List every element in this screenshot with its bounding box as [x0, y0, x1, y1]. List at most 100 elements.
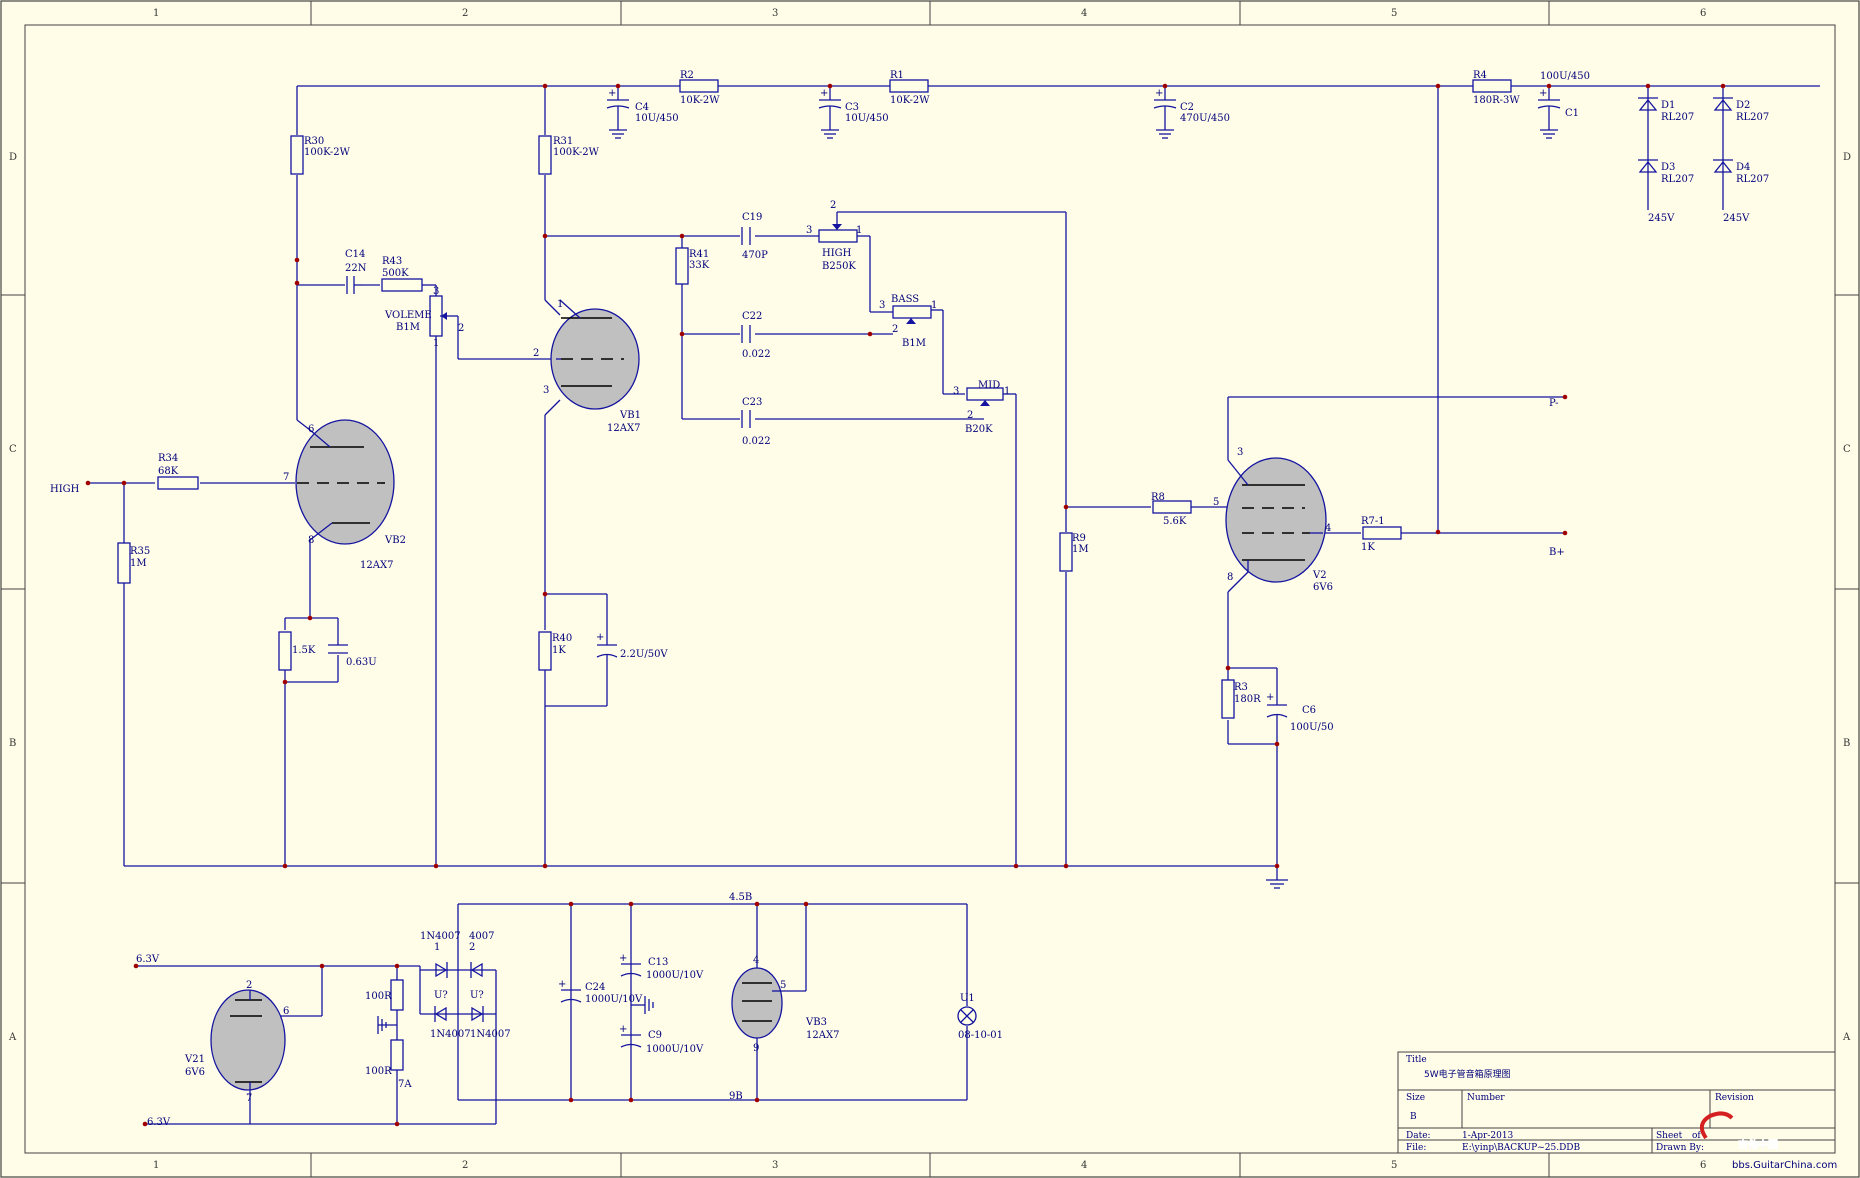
high-pin2: 2 [830, 200, 836, 211]
mid-pin1: 1 [1004, 386, 1010, 397]
col-label-2: 2 [462, 8, 468, 19]
capacitor-cathode-vb1: + 2.2U/50V [596, 632, 668, 660]
tube-vb3: 4 5 9 VB3 12AX7 [731, 955, 839, 1054]
c3-ref: C3 [845, 102, 859, 113]
title-label: Title [1406, 1055, 1427, 1065]
tube-vb2: 6 7 8 VB2 12AX7 [283, 419, 406, 571]
pot-mid: MID B20K 3 2 1 [953, 380, 1010, 435]
capacitor-c2: + C2 470U/450 [1153, 86, 1230, 139]
file-label: File: [1406, 1143, 1426, 1153]
v21-pin6: 6 [283, 1006, 289, 1017]
high-ref: HIGH [822, 248, 852, 259]
label-245v-b: 245V [1723, 213, 1750, 224]
lamp-ref: U1 [960, 993, 975, 1004]
r30-value: 100K-2W [304, 147, 351, 158]
capacitor-c19: C19 470P [741, 212, 768, 261]
r3-ref: R3 [1234, 682, 1248, 693]
r1-ref: R1 [890, 70, 904, 81]
vb1-pin3: 3 [543, 385, 549, 396]
c19-ref: C19 [742, 212, 762, 223]
volume-value: B1M [396, 322, 420, 333]
col-label-4-bottom: 4 [1081, 1160, 1087, 1171]
lamp-value: 08-10-01 [958, 1030, 1003, 1041]
v21-pin2: 2 [246, 980, 252, 991]
v21-ref: V21 [184, 1054, 205, 1065]
resistor-r30 [290, 135, 304, 175]
d1-value: RL207 [1661, 112, 1694, 123]
output-b-plus-label: B+ [1549, 547, 1565, 558]
ground-icon [1266, 879, 1288, 889]
ground-icon-filter [631, 996, 654, 1014]
mid-pin2: 2 [967, 410, 973, 421]
bass-ref: BASS [891, 294, 919, 305]
c2-plus: + [1155, 88, 1163, 99]
net-labels: HIGH P- B+ 6.3V 6.3V 4.5B 9B 7A [50, 398, 1565, 1128]
b1-ref: 1N4007 [420, 931, 461, 942]
high-pin1: 1 [856, 225, 862, 236]
rh2-value: 100R [365, 1066, 392, 1077]
r3-value: 180R [1234, 694, 1261, 705]
c2-value: 470U/450 [1180, 113, 1230, 124]
mid-ref: MID [978, 380, 1000, 391]
d3-ref: D3 [1661, 162, 1675, 173]
c23-ref: C23 [742, 397, 762, 408]
watermark-brand: 吉他中国 [1738, 1138, 1778, 1151]
volume-pin1: 1 [433, 338, 439, 349]
r1-value: 10K-2W [890, 95, 930, 106]
r4-ref: R4 [1473, 70, 1487, 81]
c19-value: 470P [742, 250, 768, 261]
rh1-value: 100R [365, 991, 392, 1002]
vb2-ref: VB2 [384, 535, 406, 546]
b1-pin1: 1 [434, 942, 440, 953]
capacitor-c24: + C24 1000U/10V [558, 979, 643, 1005]
col-label-6-bottom: 6 [1700, 1160, 1706, 1171]
v2-pin5: 5 [1213, 497, 1219, 508]
r30-ref: R30 [304, 136, 324, 147]
r9-ref: R9 [1072, 533, 1086, 544]
resistor-r35 [117, 542, 131, 584]
resistor-r4 [1472, 79, 1512, 93]
row-label-a: A [8, 1032, 17, 1043]
bass-pin3: 3 [879, 300, 885, 311]
tubes: 1 2 3 VB1 12AX7 6 7 8 VB2 12AX7 [184, 299, 1333, 1124]
resistor-r9 [1059, 532, 1073, 572]
v2-pin3: 3 [1237, 447, 1243, 458]
bass-pin2: 2 [892, 324, 898, 335]
r31-ref: R31 [553, 136, 573, 147]
row-label-b: B [9, 738, 16, 749]
vb2-pin7: 7 [283, 472, 289, 483]
c6-plus: + [1266, 692, 1274, 703]
c24-value: 1000U/10V [585, 994, 643, 1005]
r43-ref: R43 [382, 256, 402, 267]
volume-pin3: 3 [433, 286, 439, 297]
diodes: D1 RL207 D2 RL207 D3 RL207 D4 RL207 245V… [420, 97, 1769, 1040]
wires [88, 85, 1820, 1125]
resistor-r43 [381, 278, 423, 292]
capacitor-c22: C22 0.022 [741, 311, 771, 360]
vb3-pin9: 9 [753, 1043, 759, 1054]
c1-value: 100U/450 [1540, 71, 1590, 82]
r35-value: 1M [130, 558, 147, 569]
c22-ref: C22 [742, 311, 762, 322]
size-label: Size [1406, 1093, 1425, 1103]
c4-value: 10U/450 [635, 113, 679, 124]
col-label-5: 5 [1391, 8, 1397, 19]
r40-value: 1K [552, 645, 566, 656]
capacitor-c6: + C6 100U/50 [1266, 692, 1334, 733]
c9-value: 1000U/10V [646, 1044, 704, 1055]
c24-plus: + [558, 979, 566, 990]
c14-ref: C14 [345, 249, 365, 260]
capacitor-c4: + C4 10U/450 [606, 86, 679, 139]
r2-value: 10K-2W [680, 95, 720, 106]
c13-ref: C13 [648, 957, 668, 968]
resistor-r8 [1152, 500, 1192, 514]
c3-value: 10U/450 [845, 113, 889, 124]
c24-ref: C24 [585, 982, 605, 993]
vb3-pin5: 5 [780, 980, 786, 991]
row-label-d-right: D [1843, 152, 1851, 163]
capacitor-c13: + C13 1000U/10V [619, 953, 704, 981]
pilot-lamp-icon: U1 08-10-01 [957, 993, 1003, 1041]
sheet-label: Sheet [1656, 1131, 1683, 1141]
capacitors: + C4 10U/450 + C3 10U/450 + C2 470U/450 [328, 71, 1590, 1055]
